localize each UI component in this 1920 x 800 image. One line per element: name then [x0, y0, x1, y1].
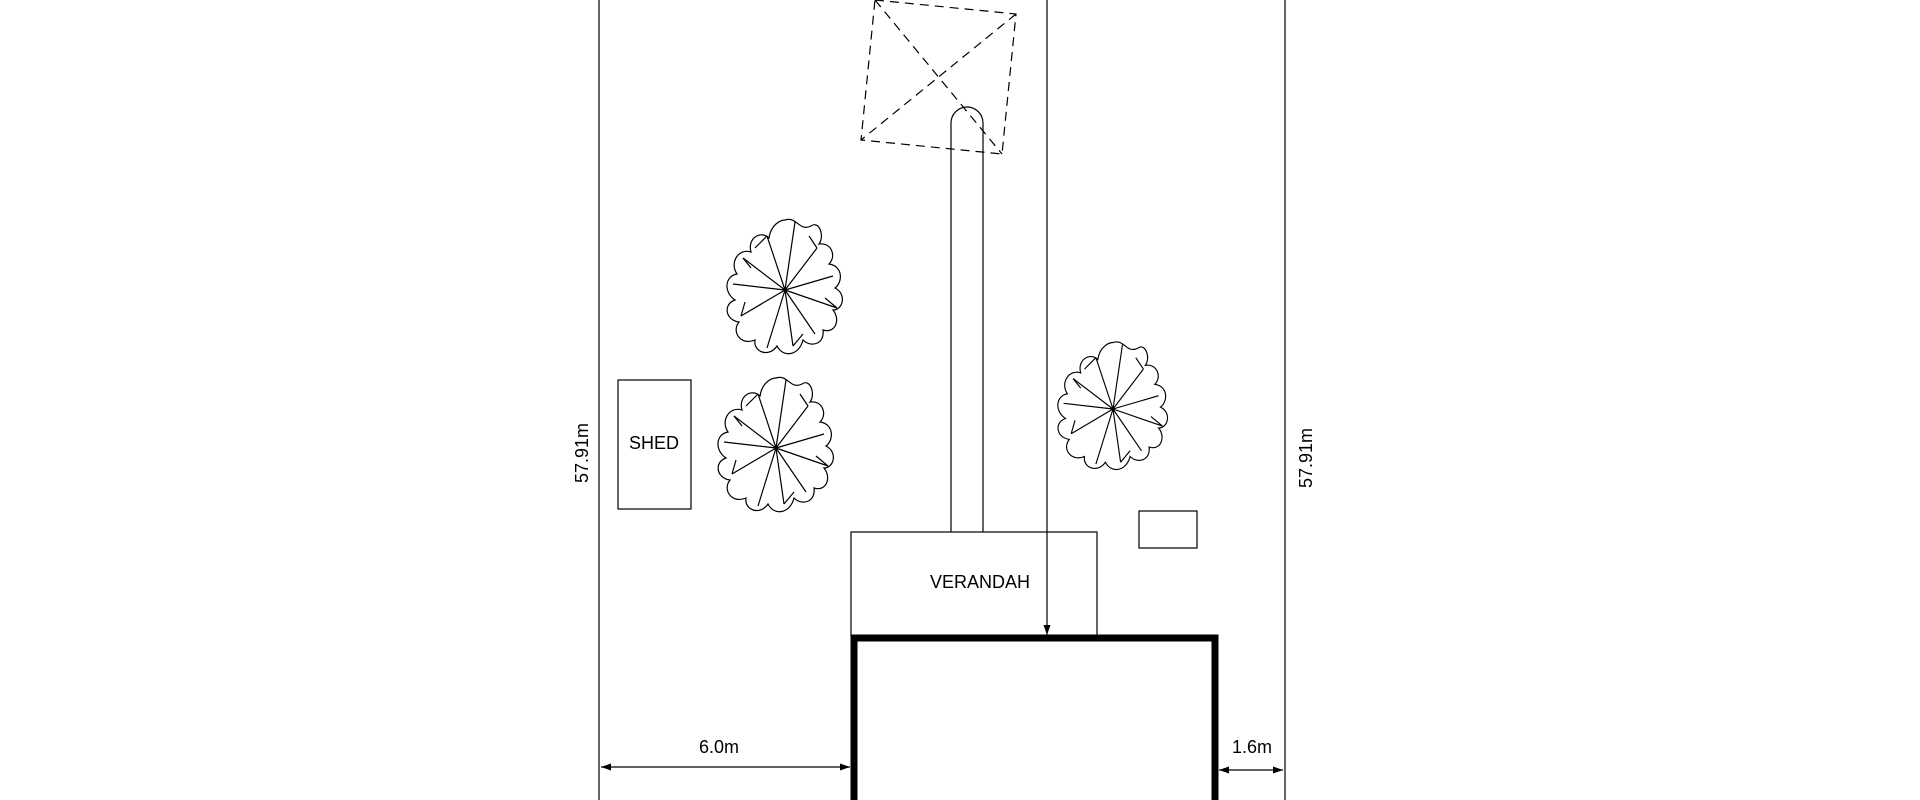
small-structure [1138, 510, 1198, 549]
left-boundary-label: 57.91m [572, 423, 592, 483]
house-outline [850, 634, 1219, 800]
dashed-structure [860, 0, 1017, 155]
left-setback-label: 6.0m [699, 737, 739, 757]
verandah-label: VERANDAH [930, 572, 1030, 592]
right-setback-label: 1.6m [1232, 737, 1272, 757]
shed [617, 379, 692, 510]
tree-1 [726, 218, 844, 355]
shed-label: SHED [629, 433, 679, 453]
tree-2 [717, 376, 835, 513]
right-boundary-label: 57.91m [1296, 428, 1316, 488]
tree-3 [1057, 341, 1169, 471]
path [950, 106, 984, 532]
